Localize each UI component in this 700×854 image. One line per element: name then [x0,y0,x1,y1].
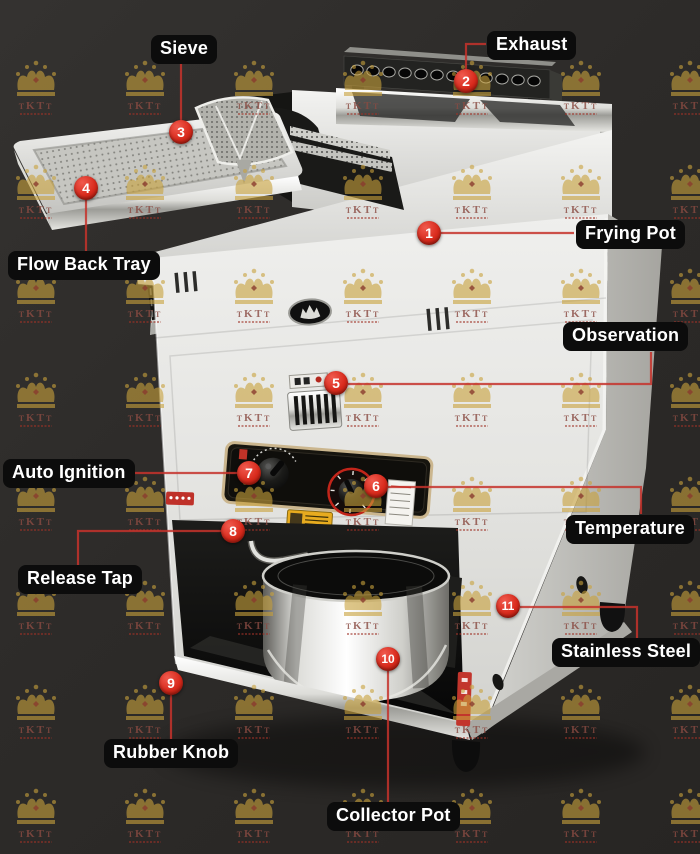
connector-line-observation [348,352,653,386]
panel-spec-sticker [384,479,417,527]
marker-11-stainless-steel: 11 [496,594,520,618]
marker-4-flow-back-tray: 4 [74,176,98,200]
marker-7-auto-ignition: 7 [237,461,261,485]
connector-line-temperature [388,485,643,514]
label-observation: Observation [563,322,689,351]
front-foot [451,740,481,772]
rear-foot [599,602,626,632]
marker-8-release-tap: 8 [221,519,245,543]
label-rubber-knob: Rubber Knob [104,739,239,768]
connector-line-exhaust [464,42,486,70]
vent-slots-upper [174,271,198,293]
label-flow-back-tray: Flow Back Tray [8,251,160,280]
brand-badge [288,298,332,326]
marker-6-temperature: 6 [364,474,388,498]
label-temperature: Temperature [566,515,694,544]
floor-shadow [165,716,645,788]
collector-pot [261,549,462,705]
label-release-tap: Release Tap [18,565,142,594]
label-frying-pot: Frying Pot [576,220,685,249]
left-red-sticker [165,491,195,506]
label-auto-ignition: Auto Ignition [3,459,135,488]
label-sieve: Sieve [151,35,218,64]
marker-1-frying-pot: 1 [417,221,441,245]
observation-window [287,372,343,431]
marker-2-exhaust: 2 [454,69,478,93]
connector-line-release-tap [76,529,222,565]
side-hole-lower [492,673,504,691]
label-exhaust: Exhaust [487,31,577,60]
marker-9-rubber-knob: 9 [159,671,183,695]
panel-red-tag [238,449,248,460]
marker-3-sieve: 3 [169,120,193,144]
label-collector-pot: Collector Pot [327,802,460,831]
marker-10-collector-pot: 10 [376,647,400,671]
marker-5-observation: 5 [324,371,348,395]
label-stainless-steel: Stainless Steel [552,638,700,667]
connector-line-stainless-steel [520,605,639,639]
vent-slots-lower [426,307,450,331]
